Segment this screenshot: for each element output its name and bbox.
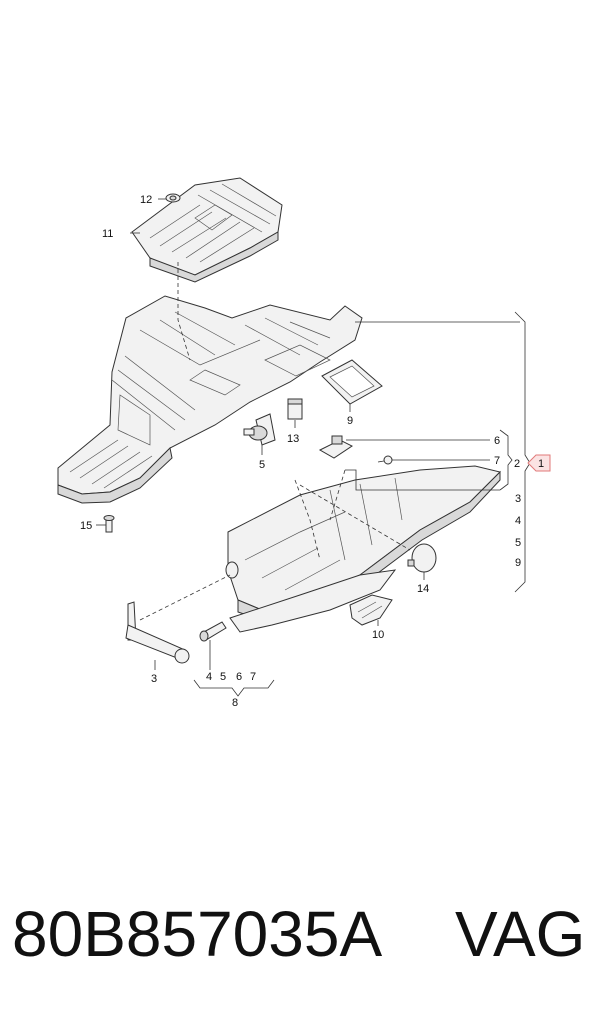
part-14-cap bbox=[407, 543, 437, 573]
callout-2: 2 bbox=[514, 458, 520, 470]
part-7-screw bbox=[377, 455, 393, 465]
callout-5-bracket: 5 bbox=[259, 459, 265, 471]
callout-4-pin: 4 bbox=[206, 671, 212, 683]
callout-3-damper: 3 bbox=[151, 673, 157, 685]
part-6-switch bbox=[318, 435, 353, 459]
callout-11: 11 bbox=[102, 228, 113, 240]
callout-5-pin: 5 bbox=[220, 671, 226, 683]
highlight-marker-1 bbox=[527, 454, 551, 472]
part-12-clip bbox=[165, 193, 181, 203]
callout-8: 8 bbox=[232, 697, 238, 709]
brand-name: VAG bbox=[455, 898, 586, 970]
part-11-upper-bracket bbox=[131, 177, 283, 283]
part-5-bracket bbox=[243, 413, 276, 446]
callout-1: 1 bbox=[538, 458, 544, 470]
callout-3-group: 3 bbox=[515, 493, 521, 505]
part-9-frame bbox=[321, 359, 383, 412]
callout-labels: 12 11 15 13 5 9 6 7 2 1 3 4 5 9 14 10 3 … bbox=[80, 194, 544, 709]
callout-13: 13 bbox=[287, 433, 299, 445]
part-3-damper bbox=[125, 574, 231, 664]
glovebox-housing bbox=[57, 262, 363, 504]
callout-10: 10 bbox=[372, 629, 384, 641]
part-number: 80B857035A bbox=[12, 898, 383, 970]
callout-7: 7 bbox=[494, 455, 500, 467]
part-15-bolt bbox=[103, 515, 115, 533]
callout-15: 15 bbox=[80, 520, 92, 532]
callout-4-group: 4 bbox=[515, 515, 521, 527]
callout-7-pin: 7 bbox=[250, 671, 256, 683]
exploded-parts-diagram: 12 11 15 13 5 9 6 7 2 1 3 4 5 9 14 10 3 … bbox=[57, 177, 551, 709]
leader-lines bbox=[96, 198, 520, 670]
callout-6-pin: 6 bbox=[236, 671, 242, 683]
part-10-latch bbox=[349, 594, 393, 626]
callout-9-frame: 9 bbox=[347, 415, 353, 427]
part-13-small-block bbox=[287, 398, 303, 420]
callout-6: 6 bbox=[494, 435, 500, 447]
glovebox-lid bbox=[225, 465, 501, 633]
callout-9-group: 9 bbox=[515, 557, 521, 569]
callout-5-group: 5 bbox=[515, 537, 521, 549]
callout-14: 14 bbox=[417, 583, 429, 595]
callout-12: 12 bbox=[140, 194, 152, 206]
part-4-pin bbox=[199, 621, 227, 642]
